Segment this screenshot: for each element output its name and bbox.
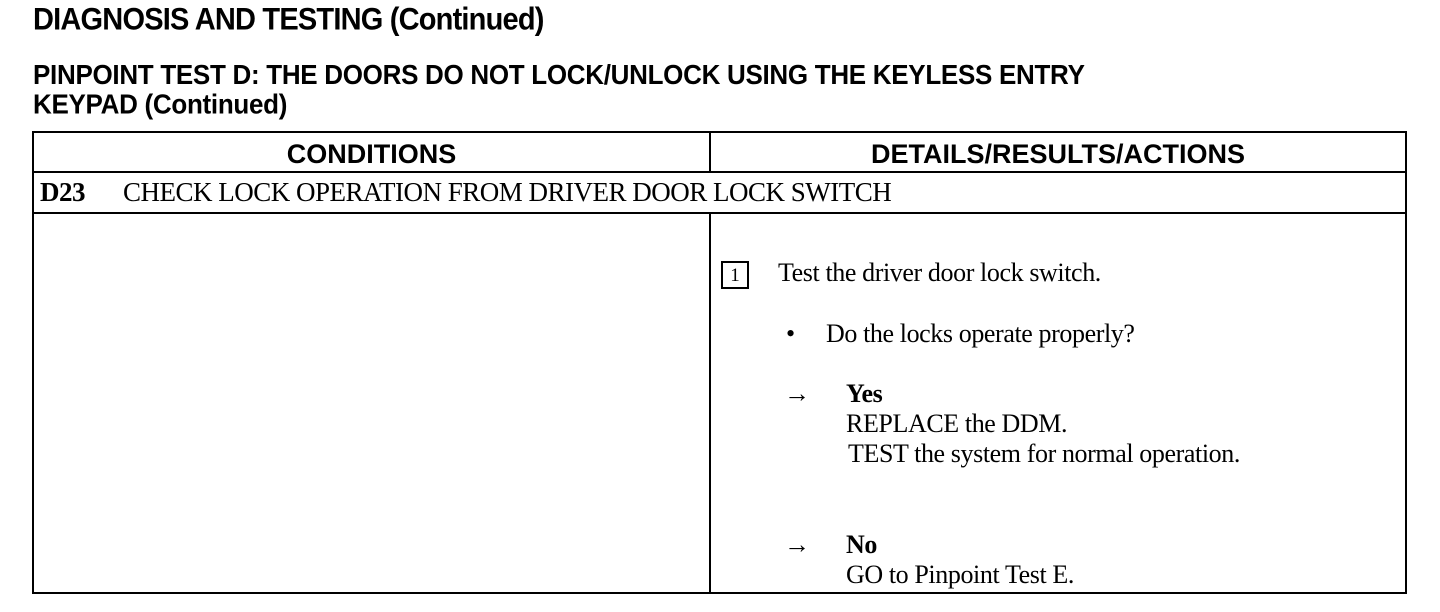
step-id: D23: [40, 177, 86, 207]
substep-text: Test the driver door lock switch.: [778, 258, 1101, 287]
column-divider-body: [709, 212, 711, 592]
substep-number-box: 1: [721, 261, 749, 289]
no-action-1: GO to Pinpoint Test E.: [846, 560, 1074, 589]
yes-arrow: →: [784, 379, 810, 408]
header-divider: [34, 171, 1405, 173]
pinpoint-test-title-line-2: KEYPAD (Continued): [33, 88, 288, 120]
conditions-cell: [34, 214, 709, 592]
yes-label: Yes: [846, 379, 883, 408]
bullet: •: [786, 319, 795, 348]
pinpoint-test-title-line-1: PINPOINT TEST D: THE DOORS DO NOT LOCK/U…: [33, 58, 1085, 91]
yes-action-2: TEST the system for normal operation.: [848, 439, 1240, 468]
question-text: Do the locks operate properly?: [826, 319, 1135, 348]
pinpoint-test-table: CONDITIONS DETAILS/RESULTS/ACTIONS D23 CH…: [32, 131, 1407, 594]
step-row: D23 CHECK LOCK OPERATION FROM DRIVER DOOR…: [40, 177, 892, 208]
pinpoint-test-title: PINPOINT TEST D: THE DOORS DO NOT LOCK/U…: [33, 60, 1085, 119]
step-divider: [34, 212, 1405, 214]
step-title: CHECK LOCK OPERATION FROM DRIVER DOOR LO…: [123, 177, 892, 207]
no-arrow: →: [784, 530, 810, 559]
column-divider-header: [709, 133, 711, 171]
page-title: DIAGNOSIS AND TESTING (Continued): [33, 2, 544, 38]
details-column-header: DETAILS/RESULTS/ACTIONS: [870, 139, 1245, 169]
yes-action-1: REPLACE the DDM.: [846, 409, 1068, 438]
no-label: No: [846, 530, 877, 559]
conditions-column-header: CONDITIONS: [286, 139, 457, 169]
